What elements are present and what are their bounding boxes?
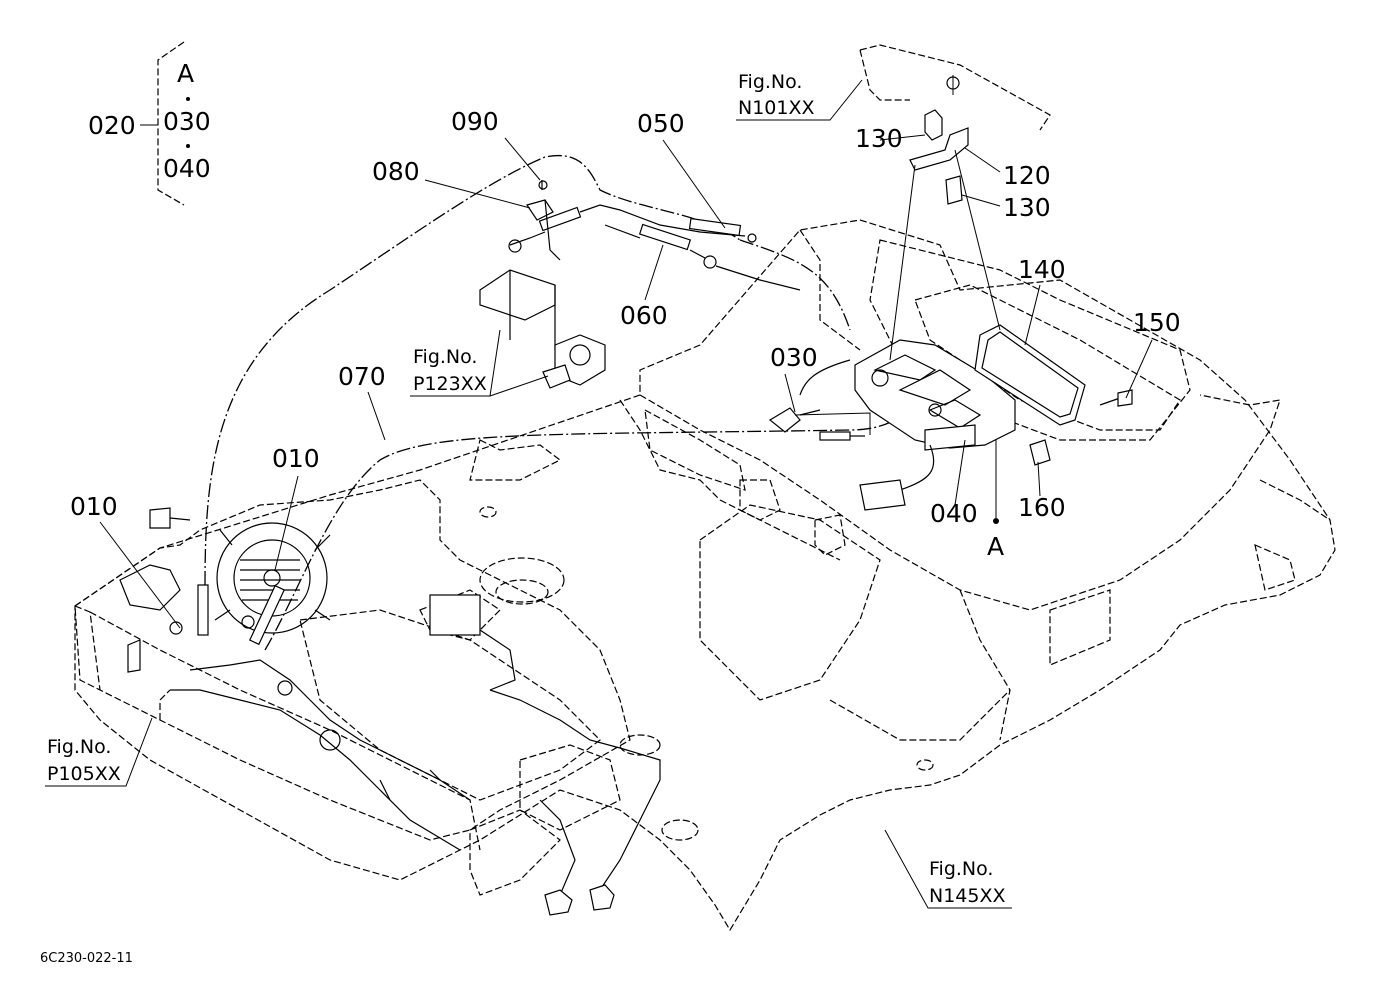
callout-140: 140 [1018, 255, 1066, 284]
point-A-marker [993, 518, 999, 524]
figref-n101-line1: Fig.No. [738, 71, 802, 93]
callout-010-right: 010 [272, 444, 320, 473]
figref-p105-line2: P105XX [47, 763, 121, 785]
callout-090: 090 [451, 107, 499, 136]
callout-160: 160 [1018, 493, 1066, 522]
callout-010-left: 010 [70, 492, 118, 521]
callout-050: 050 [637, 109, 685, 138]
figref-n145-line2: N145XX [929, 885, 1006, 907]
callout-A: A [987, 532, 1004, 561]
top-bracket-parts [889, 75, 1001, 361]
callout-080: 080 [372, 157, 420, 186]
callout-150: 150 [1133, 308, 1181, 337]
callout-A-group: A [177, 59, 194, 88]
dot-separator [186, 97, 190, 101]
bracket-group: 020 A 030 040 [88, 41, 211, 206]
callout-120: 120 [1003, 161, 1051, 190]
callout-030-group: 030 [163, 107, 211, 136]
callouts: 020 A 030 040 090 080 050 060 070 010 01… [70, 41, 1181, 629]
figref-p123-line2: P123XX [413, 373, 487, 395]
callout-070: 070 [338, 362, 386, 391]
figref-p105[interactable]: Fig.No. P105XX [45, 717, 153, 787]
figref-p123[interactable]: Fig.No. P123XX [410, 329, 549, 397]
heater-unit [74, 479, 661, 916]
cable-070 [204, 154, 906, 651]
callout-130-bottom: 130 [1003, 193, 1051, 222]
drawing-code: 6C230-022-11 [40, 951, 133, 966]
switch-assembly [768, 324, 1133, 511]
figref-n145-line1: Fig.No. [929, 858, 993, 880]
callout-030: 030 [770, 343, 818, 372]
figref-n101[interactable]: Fig.No. N101XX [736, 71, 863, 121]
figref-p123-line1: Fig.No. [413, 346, 477, 368]
figure-refs: Fig.No. N101XX Fig.No. P123XX Fig.No. P1… [45, 71, 1012, 909]
figref-n145[interactable]: Fig.No. N145XX [884, 829, 1012, 909]
callout-040: 040 [930, 499, 978, 528]
dot-separator [186, 144, 190, 148]
callout-040-group: 040 [163, 154, 211, 183]
cable-050-060 [479, 180, 801, 389]
figref-n101-line2: N101XX [738, 97, 815, 119]
callout-020: 020 [88, 111, 136, 140]
figref-p105-line1: Fig.No. [47, 736, 111, 758]
callout-060: 060 [620, 301, 668, 330]
floor-body-outline [74, 44, 1336, 932]
